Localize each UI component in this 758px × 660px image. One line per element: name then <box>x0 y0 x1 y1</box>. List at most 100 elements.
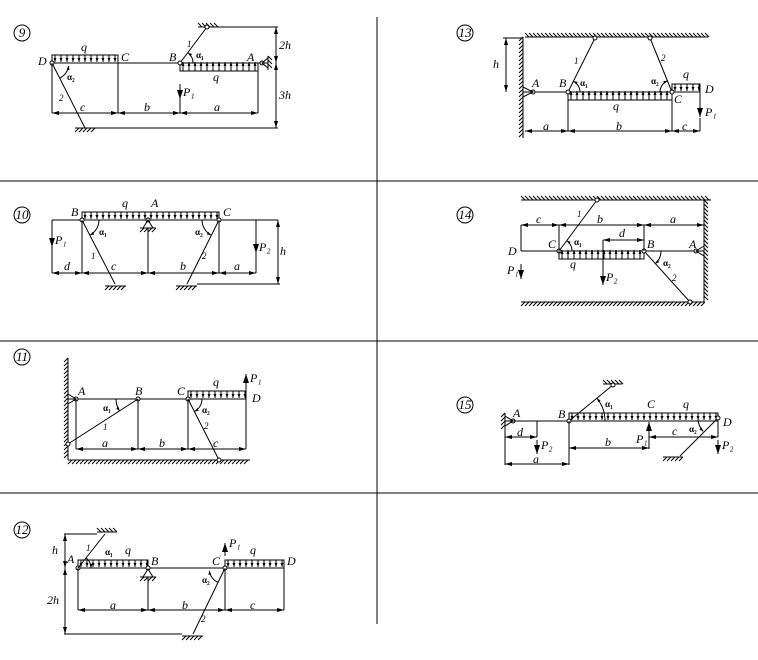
hatch-tick <box>518 132 524 138</box>
point-label: C <box>223 205 232 219</box>
force-label: P₂ <box>540 438 553 452</box>
hatch-tick <box>518 112 524 118</box>
hatch-tick <box>620 301 626 307</box>
force-label: P₂ <box>605 270 618 284</box>
support-triangle <box>67 393 77 405</box>
hatch-tick <box>648 32 654 38</box>
hatch-tick <box>235 459 241 465</box>
hatch-tick <box>520 195 526 201</box>
hatch-tick <box>528 32 534 38</box>
hatch-tick <box>151 227 157 233</box>
hatch-tick <box>588 301 594 307</box>
hatch-tick <box>147 227 153 233</box>
problem-number-circle <box>13 206 31 224</box>
rod-label: 2 <box>59 93 64 103</box>
hatch-tick <box>103 459 109 465</box>
rod-label: 1 <box>574 56 579 66</box>
hatch-tick <box>63 429 69 435</box>
hatch-tick <box>518 84 524 90</box>
hatch-tick <box>612 301 618 307</box>
rod-label: 2 <box>672 273 677 283</box>
hatch-tick <box>203 459 209 465</box>
dimension-label: d <box>517 425 524 439</box>
hatch-tick <box>536 32 542 38</box>
load-label: q <box>122 196 128 210</box>
problem-number: 15 <box>459 397 473 412</box>
hatch-tick <box>703 259 709 265</box>
hatch-tick <box>67 459 73 465</box>
point-label: B <box>71 205 79 219</box>
hatch-tick <box>500 412 506 418</box>
angle-arc <box>201 219 212 236</box>
hatch-tick <box>703 247 709 253</box>
rod-label: 1 <box>187 39 192 49</box>
point-label: B <box>135 384 143 398</box>
hatch-tick <box>159 459 165 465</box>
angle-arc <box>208 570 219 583</box>
hatch-tick <box>63 421 69 427</box>
hatch-tick <box>536 301 542 307</box>
hatch-tick <box>518 108 524 114</box>
hatch-tick <box>672 301 678 307</box>
hatch-tick <box>139 459 145 465</box>
point-label: D <box>286 554 296 568</box>
dimension-label: c <box>672 424 678 438</box>
rod-1 <box>568 384 614 422</box>
point-label: B <box>647 237 655 251</box>
hatch-tick <box>678 456 684 462</box>
angle-arc <box>659 80 668 93</box>
hatch-tick <box>518 56 524 62</box>
hatch-tick <box>656 301 662 307</box>
hatch-tick <box>532 195 538 201</box>
hatch-tick <box>548 195 554 201</box>
hatch-tick <box>147 576 153 582</box>
point-label: C <box>121 50 130 64</box>
hatch-tick <box>692 301 698 307</box>
hatch-tick <box>123 459 129 465</box>
hatch-tick <box>584 32 590 38</box>
hatch-tick <box>656 195 662 201</box>
hatch-tick <box>181 635 187 641</box>
point-label: D <box>251 391 261 405</box>
hatch-tick <box>612 195 618 201</box>
hinge <box>204 24 210 30</box>
hatch-tick <box>618 379 624 385</box>
hatch-tick <box>518 60 524 66</box>
load-label: q <box>683 397 689 411</box>
problem-15: 15 A B C q D α₁ α₂ d P₂ a b P₁ c P₂ <box>459 397 734 466</box>
hatch-tick <box>644 195 650 201</box>
hatch-tick <box>143 459 149 465</box>
problem-number-circle <box>13 348 31 366</box>
hatch-tick <box>75 459 81 465</box>
hatch-tick <box>692 195 698 201</box>
load-label: q <box>570 257 576 271</box>
hatch-tick <box>104 285 110 291</box>
hatch-tick <box>568 301 574 307</box>
hatch-tick <box>213 22 219 28</box>
hatch-tick <box>87 459 93 465</box>
rod-label: 1 <box>103 422 108 432</box>
hatch-tick <box>197 635 203 641</box>
hatch-tick <box>616 195 622 201</box>
dimension-label: c <box>213 436 219 450</box>
hatch-tick <box>628 32 634 38</box>
hatch-tick <box>668 195 674 201</box>
hatch-tick <box>572 195 578 201</box>
hatch-tick <box>700 195 706 201</box>
hatch-tick <box>518 76 524 82</box>
hatch-tick <box>95 459 101 465</box>
hatch-tick <box>600 32 606 38</box>
hatch-tick <box>112 285 118 291</box>
hatch-tick <box>624 32 630 38</box>
dimension-label: a <box>214 100 220 114</box>
hatch-tick <box>183 285 189 291</box>
hatch-tick <box>703 199 709 205</box>
angle-arc <box>59 65 70 79</box>
hinge <box>594 197 600 203</box>
hatch-tick <box>86 127 92 133</box>
hatch-tick <box>602 379 608 385</box>
hatch-tick <box>536 195 542 201</box>
hatch-tick <box>703 243 709 249</box>
problem-12: 12 h 2h A B C D q q α₁ α₂ 1 2 P₁ a b c <box>16 522 297 624</box>
load-label: q <box>250 543 256 557</box>
